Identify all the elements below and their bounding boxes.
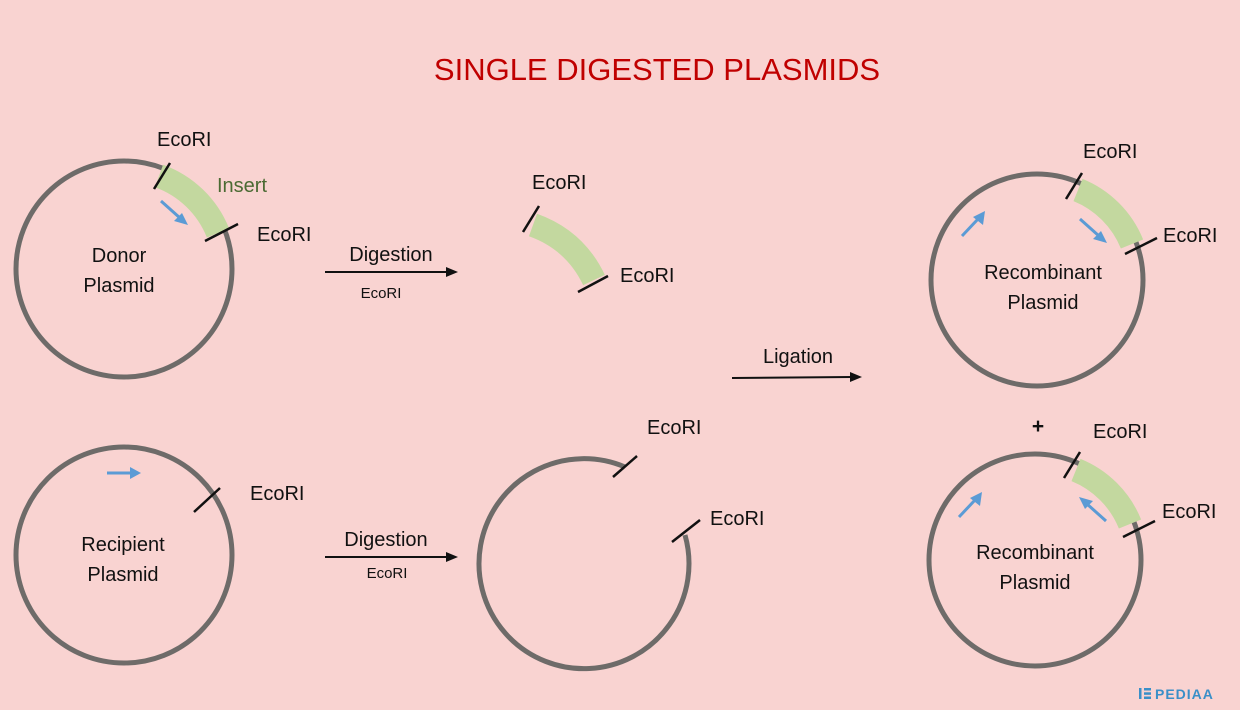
- digestion-label-bottom: Digestion: [344, 529, 427, 551]
- fragment-cut-site-bottom: [577, 274, 609, 294]
- linearized-cut-label-top: EcoRI: [647, 417, 701, 439]
- recombinant-2-cut-site-right: [1122, 519, 1156, 539]
- recombinant-2-insert-arrow: [1085, 502, 1108, 523]
- digestion-enzyme-bottom: EcoRI: [367, 565, 408, 582]
- donor-plasmid: EcoRI EcoRI Insert Donor Plasmid: [13, 129, 311, 380]
- ligation-arrow-head: [850, 372, 862, 382]
- donor-insert-label: Insert: [217, 175, 267, 197]
- recombinant-1-ring: [928, 171, 1146, 389]
- insert-fragment: EcoRI EcoRI: [521, 172, 674, 294]
- recombinant-1-label-line1: Recombinant: [984, 262, 1102, 284]
- pediaa-logo: PEDIAA: [1139, 686, 1214, 702]
- recombinant-2-insert-arrow-head: [1079, 497, 1093, 509]
- recombinant-1-insert-arrow-head: [1093, 231, 1107, 243]
- digestion-enzyme-top: EcoRI: [361, 285, 402, 302]
- donor-insert-segment: [154, 164, 230, 238]
- recombinant-1-cut-label-right: EcoRI: [1163, 225, 1217, 247]
- donor-orientation-arrow-head: [174, 213, 188, 225]
- digestion-label-top: Digestion: [349, 244, 432, 266]
- ligation-step: Ligation: [731, 346, 862, 382]
- recipient-plasmid: EcoRI Recipient Plasmid: [13, 444, 304, 666]
- recombinant-2-label-line1: Recombinant: [976, 542, 1094, 564]
- recombinant-plasmid-1: EcoRI EcoRI Recombinant Plasmid: [928, 141, 1217, 389]
- pediaa-logo-icon: [1139, 688, 1151, 699]
- recipient-plasmid-label-line1: Recipient: [81, 534, 165, 556]
- digestion-step-bottom: Digestion EcoRI: [325, 529, 458, 582]
- pediaa-logo-text: PEDIAA: [1155, 686, 1214, 702]
- recombinant-2-cut-site-top: [1062, 451, 1082, 479]
- donor-orientation-arrow: [159, 199, 182, 220]
- fragment-cut-label-top: EcoRI: [532, 172, 586, 194]
- recombinant-1-cut-label-top: EcoRI: [1083, 141, 1137, 163]
- recombinant-1-backbone-arrow: [960, 217, 980, 238]
- plus-sign: +: [1032, 415, 1044, 438]
- donor-plasmid-label-line2: Plasmid: [83, 275, 154, 297]
- recombinant-1-cut-site-top: [1064, 172, 1084, 200]
- ligation-arrow: [731, 376, 853, 379]
- recombinant-1-insert-segment: [1073, 178, 1144, 249]
- recipient-plasmid-ring: [13, 444, 235, 666]
- digestion-arrow-top-head: [446, 267, 458, 277]
- recombinant-plasmid-2: EcoRI EcoRI Recombinant Plasmid: [926, 421, 1216, 669]
- recombinant-2-backbone-arrow-head: [970, 492, 982, 506]
- recombinant-2-cut-label-right: EcoRI: [1162, 501, 1216, 523]
- donor-plasmid-label-line1: Donor: [92, 245, 147, 267]
- linearized-recipient-plasmid: EcoRI EcoRI: [476, 417, 764, 672]
- recombinant-1-label-line2: Plasmid: [1007, 292, 1078, 314]
- digestion-arrow-bottom-head: [446, 552, 458, 562]
- recombinant-2-label-line2: Plasmid: [999, 572, 1070, 594]
- recombinant-1-backbone-arrow-head: [973, 211, 985, 225]
- linearized-recipient-ring: [476, 456, 692, 672]
- recombinant-2-backbone-arrow: [957, 498, 977, 519]
- fragment-insert-segment: [528, 213, 605, 286]
- linearized-cut-label-bottom: EcoRI: [710, 508, 764, 530]
- recipient-cut-label: EcoRI: [250, 483, 304, 505]
- recipient-orientation-arrow-head: [130, 467, 141, 479]
- fragment-cut-site-top: [521, 205, 541, 233]
- recipient-cut-site: [193, 487, 221, 513]
- recombinant-1-insert-arrow: [1078, 217, 1101, 238]
- donor-cut-label-right: EcoRI: [257, 224, 311, 246]
- recipient-plasmid-label-line2: Plasmid: [87, 564, 158, 586]
- donor-plasmid-ring: [13, 158, 235, 380]
- recombinant-2-ring: [926, 451, 1144, 669]
- fragment-cut-label-bottom: EcoRI: [620, 265, 674, 287]
- linearized-cut-site-bottom: [671, 519, 701, 543]
- recombinant-2-cut-label-top: EcoRI: [1093, 421, 1147, 443]
- digestion-step-top: Digestion EcoRI: [325, 244, 458, 302]
- linearized-cut-site-top: [612, 455, 638, 478]
- donor-cut-label-top: EcoRI: [157, 129, 211, 151]
- recombinant-2-insert-segment: [1071, 458, 1142, 529]
- recombinant-1-cut-site-right: [1124, 236, 1158, 256]
- donor-cut-site-top: [152, 162, 172, 190]
- donor-cut-site-right: [204, 222, 239, 243]
- diagram-title: SINGLE DIGESTED PLASMIDS: [434, 52, 880, 87]
- ligation-label: Ligation: [763, 346, 833, 368]
